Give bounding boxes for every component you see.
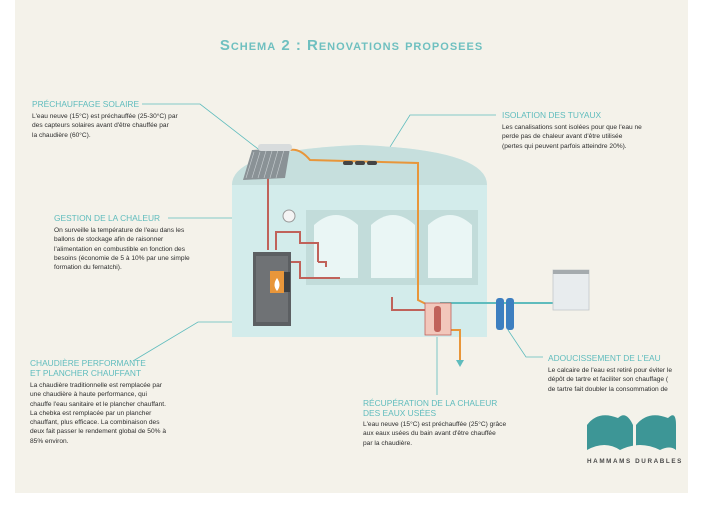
hot-pipe-out [450,329,461,362]
heat-management-text: On surveille la température de l'eau dan… [54,227,190,272]
solar-text: L'eau neuve (15°C) est préchauffée (25-3… [32,113,178,139]
logo-text: Hammams Durables [587,458,683,465]
windows [314,215,472,278]
thermometer-gauge-icon [282,209,296,223]
water-softener-icon [496,298,514,330]
recovery-pipe [391,297,428,311]
leader-solar [142,103,263,153]
page-title: Schema 2 : Renovations proposees [219,37,484,54]
insulation-sleeves [343,161,377,165]
water-supply-unit-icon [552,269,590,311]
heat-management-label: Gestion de la chaleur [54,213,161,223]
solar-label: Préchauffage solaire [32,99,140,109]
insulation-label: Isolation des tuyaux [502,110,602,120]
boiler-icon [253,252,291,326]
warm-pipe-tap [275,231,319,262]
drain-arrow-icon [456,360,464,367]
heat-exchanger-tank-icon [424,302,452,336]
recovery-label: Récupération de la chaleurdes eaux usées [363,398,498,418]
leader-softening [507,329,543,358]
tap-icon [318,261,327,267]
recovery-text: L'eau neuve (15°C) est préchauffée (25°C… [363,421,507,447]
softening-label: Adoucissement de l'eau [548,353,661,363]
insulation-text: Les canalisations sont isolées pour que … [502,124,642,150]
boiler-text: La chaudière traditionnelle est remplacé… [30,382,166,445]
floor-pipe [290,261,340,279]
hot-pipe [289,148,429,306]
solar-panel-icon [243,144,292,180]
softening-text: Le calcaire de l'eau est retiré pour évi… [548,367,673,393]
hammams-durables-logo [587,415,676,452]
boiler-label: Chaudière performanteet plancher chauffa… [30,358,146,378]
